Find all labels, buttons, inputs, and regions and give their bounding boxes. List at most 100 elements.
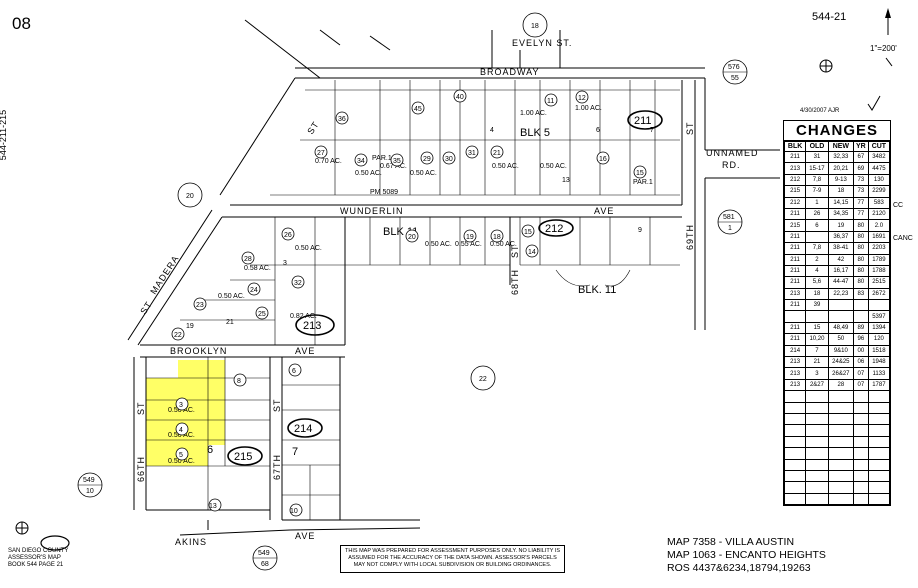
ref-68: 68 — [261, 561, 269, 568]
street-madera: MADERA — [148, 253, 181, 296]
changes-row — [783, 447, 891, 460]
lot-number: 5 — [179, 452, 183, 459]
oval-213: 213 — [303, 320, 321, 332]
changes-cell: 213 — [783, 367, 807, 380]
changes-cell: 1133 — [867, 367, 891, 380]
street-unnamed-rd: RD. — [722, 160, 741, 170]
changes-cell: 80 — [853, 231, 869, 244]
changes-cell: 7-9 — [805, 185, 829, 198]
assessor-credit: SAN DIEGO COUNTY ASSESSOR'S MAP BOOK 544… — [8, 548, 68, 569]
changes-cell: 2&27 — [805, 379, 829, 392]
page-number: 544-21 — [812, 11, 847, 23]
changes-cell: 18 — [805, 288, 829, 301]
block-callout — [555, 269, 631, 287]
ref-55: 55 — [731, 75, 739, 82]
changes-cell — [853, 447, 869, 460]
changes-cell: 96 — [853, 333, 869, 346]
changes-cell: 77 — [853, 208, 869, 221]
ref-576: 576 — [728, 64, 740, 71]
acreage: 0.50 AC. — [540, 163, 567, 170]
acreage: 0.55 AC. — [455, 241, 482, 248]
street-68th-st: ST — [510, 244, 520, 258]
changes-cell: 9-13 — [827, 174, 855, 187]
checkmark-icon — [867, 95, 881, 111]
changes-row — [783, 481, 891, 494]
changes-cell: 120 — [867, 333, 891, 346]
street-66th: 66TH — [136, 456, 146, 482]
lot-number: 28 — [244, 256, 252, 263]
changes-cell: 1 — [805, 197, 829, 209]
changes-cell: 15 — [805, 322, 829, 335]
changes-cell — [805, 424, 829, 437]
changes-cell — [827, 459, 855, 471]
north-arrow-icon — [885, 8, 893, 67]
lot-number: 15 — [636, 170, 644, 177]
changes-cell — [853, 470, 869, 483]
changes-cell — [783, 481, 807, 494]
changes-row: 5397 — [783, 310, 891, 323]
map-references: MAP 7358 - VILLA AUSTIN MAP 1063 - ENCAN… — [667, 536, 826, 575]
changes-cell: 215 — [783, 185, 807, 198]
changes-row — [783, 470, 891, 483]
lot-number: 8 — [237, 378, 241, 385]
assessor-line: ASSESSOR'S MAP — [8, 555, 61, 561]
changes-cell — [805, 481, 829, 494]
changes-cell: 2672 — [867, 288, 891, 301]
changes-cell — [827, 493, 855, 506]
changes-cell — [827, 436, 855, 449]
acreage: 0.50 AC. — [168, 407, 195, 414]
changes-cell: 16,17 — [827, 265, 855, 278]
parcel-map-label: PM 5089 — [370, 189, 398, 196]
changes-cell — [867, 470, 891, 483]
acreage: 0.50 AC. — [218, 293, 245, 300]
changes-cell — [805, 413, 829, 426]
changes-cell — [827, 390, 855, 403]
street-lines — [127, 19, 780, 536]
changes-cell: 42 — [827, 254, 855, 266]
ref-1: 1 — [728, 225, 732, 232]
changes-cell: 80 — [853, 276, 869, 289]
acreage: 0.50 AC. — [492, 163, 519, 170]
changes-cell: 213 — [783, 288, 807, 301]
changes-cell: 19 — [827, 219, 855, 232]
ref-549b: 549 — [258, 550, 270, 557]
oval-212: 212 — [545, 223, 563, 235]
changes-cell: 9&10 — [827, 345, 855, 358]
lot-number: 14 — [528, 249, 536, 256]
street-brooklyn: BROOKLYN — [170, 346, 227, 356]
changes-cell: 50 — [827, 333, 855, 346]
lot-number: 34 — [357, 158, 365, 165]
changes-cell: 2515 — [867, 276, 891, 289]
registration-mark-icon — [819, 59, 833, 73]
changes-cell — [853, 413, 869, 426]
changes-cell: 6 — [805, 219, 829, 232]
reference-line: MAP 1063 - ENCANTO HEIGHTS — [667, 549, 826, 561]
changes-cell — [827, 310, 855, 323]
changes-cell: 32,33 — [827, 151, 855, 164]
lot-number: 16 — [599, 156, 607, 163]
lot-number: 3 — [283, 260, 287, 267]
street-67th: 67TH — [272, 454, 282, 480]
lot-number: 32 — [294, 280, 302, 287]
changes-cell — [805, 493, 829, 506]
changes-cell: 1789 — [867, 254, 891, 266]
changes-cell — [867, 390, 891, 403]
ref-22: 22 — [479, 376, 487, 383]
changes-title: CHANGES — [784, 121, 890, 141]
changes-cell — [805, 447, 829, 460]
page-ovals: 211 212 213 214 215 — [227, 110, 663, 466]
parcel-labels: 0.70 AC. 0.50 AC. 0.50 AC. 0.50 AC. 1.00… — [168, 89, 654, 517]
changes-cell — [853, 481, 869, 494]
street-69th: 69TH — [685, 224, 695, 250]
changes-cell: 583 — [867, 197, 891, 209]
lot-number: 27 — [317, 150, 325, 157]
lot-number: 22 — [174, 332, 182, 339]
